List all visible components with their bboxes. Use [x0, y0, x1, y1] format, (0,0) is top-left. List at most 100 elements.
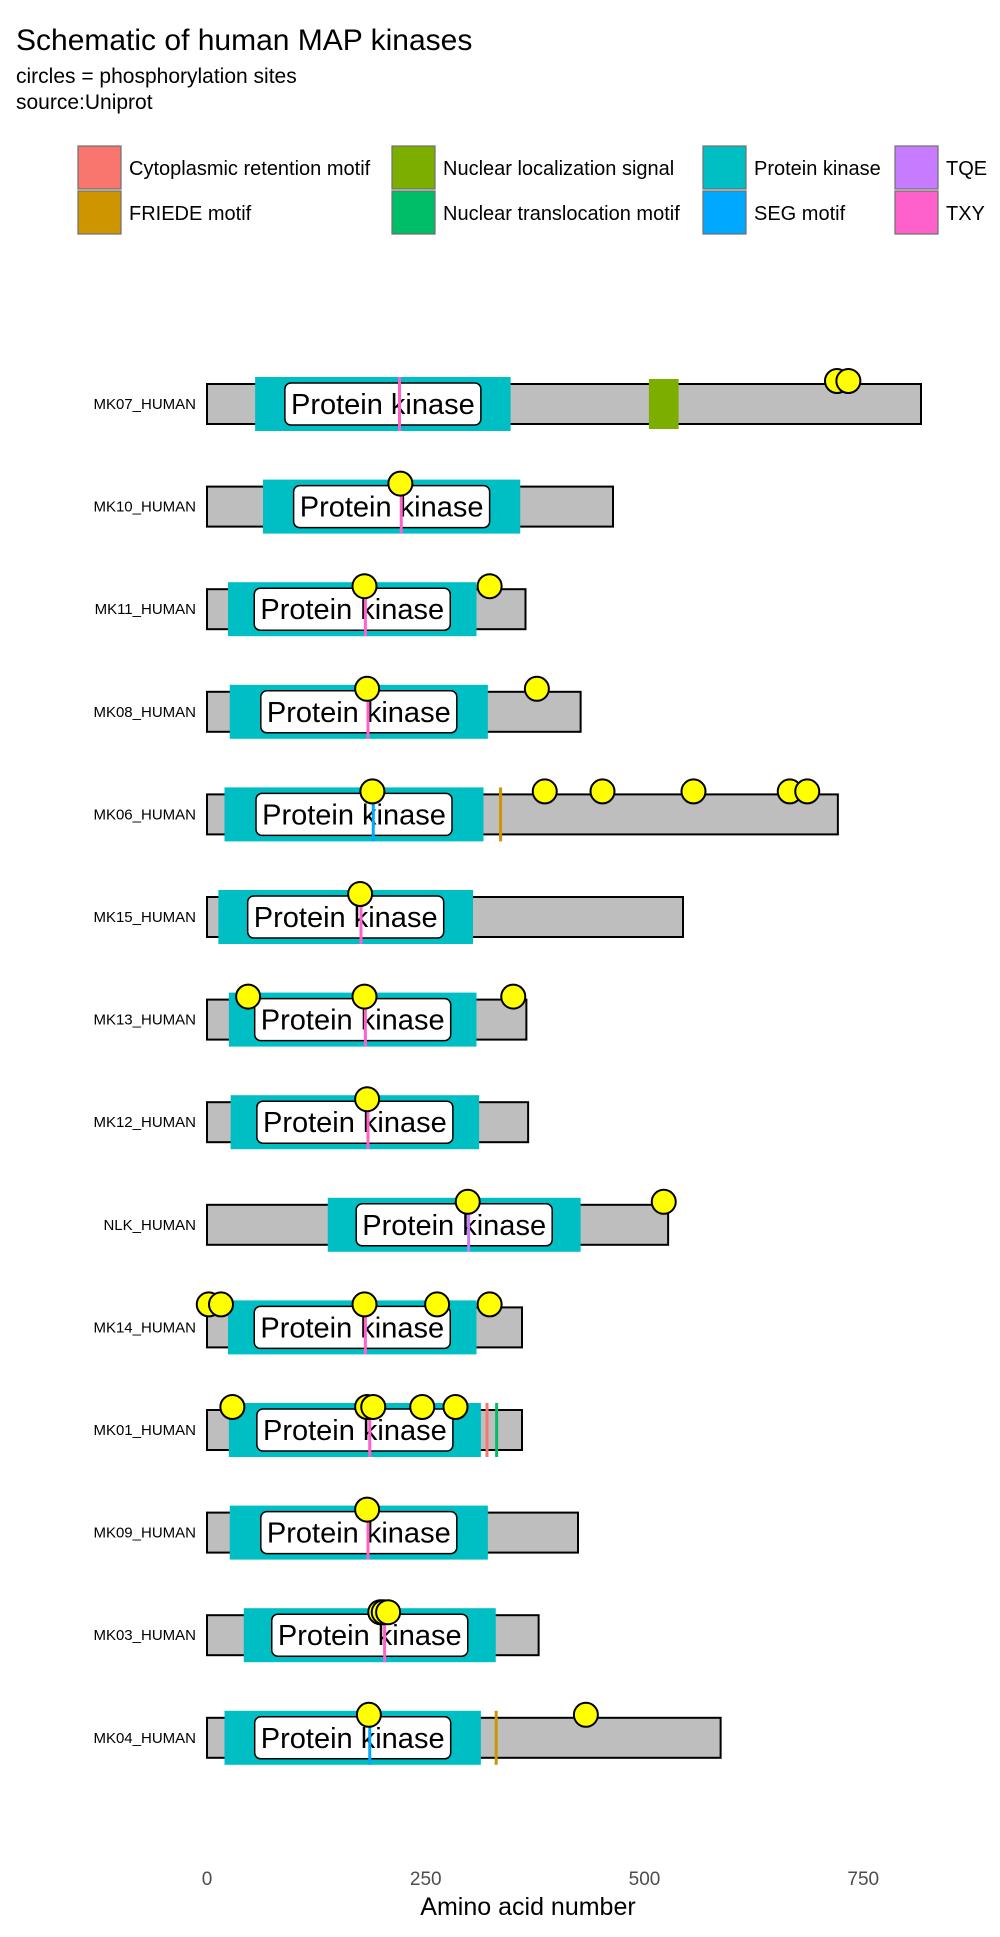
- domain-label-box: [284, 382, 482, 426]
- chart-subtitle-line-1: circles = phosphorylation sites: [16, 65, 297, 88]
- row-label: MK12_HUMAN: [93, 1114, 196, 1131]
- phosphorylation-site: [360, 1394, 387, 1420]
- phosphorylation-site: [454, 1188, 481, 1215]
- phosphorylation-site: [409, 1394, 436, 1420]
- protein-row-mk11_human: MK11_HUMAN Protein kinase: [95, 573, 527, 637]
- motif-friede-motif: [499, 787, 503, 842]
- protein-row-mk09_human: MK09_HUMAN Protein kinase: [93, 1496, 579, 1560]
- phosphorylation-site: [375, 1599, 402, 1626]
- motif-txy: [368, 1403, 372, 1457]
- legend-swatch-tqe: [894, 145, 939, 190]
- phosphorylation-site: [476, 1291, 503, 1318]
- protein-row-mk12_human: MK12_HUMAN Protein kinase: [93, 1086, 530, 1150]
- legend-swatch-nuclear-translocation-motif: [391, 190, 436, 235]
- domain-label: Protein kinase: [254, 902, 438, 934]
- phosphorylation-site: [523, 675, 550, 702]
- legend-swatch-protein-kinase: [702, 145, 747, 190]
- phosphorylation-site: [442, 1394, 469, 1420]
- domain-label: Protein kinase: [260, 1312, 444, 1344]
- phosphorylation-site: [589, 778, 616, 805]
- motif-nuclear-translocation-motif: [495, 1403, 499, 1457]
- row-label: MK04_HUMAN: [93, 1730, 196, 1747]
- row-label: MK01_HUMAN: [93, 1422, 196, 1439]
- domain-label: Protein kinase: [261, 1723, 445, 1755]
- motif-tqe: [467, 1197, 471, 1252]
- legend-swatch-txy: [894, 190, 939, 235]
- motif-txy: [366, 1505, 370, 1560]
- phosphorylation-site: [387, 470, 414, 497]
- domain-label: Protein kinase: [260, 594, 444, 626]
- phosphorylation-site: [572, 1701, 599, 1728]
- phosphorylation-site: [208, 1291, 234, 1318]
- phosphorylation-site: [650, 1188, 677, 1215]
- domain-label: Protein kinase: [291, 389, 475, 421]
- motif-txy: [366, 684, 370, 739]
- phosphorylation-site: [424, 1291, 451, 1318]
- motif-cytoplasmic-retention-motif: [485, 1403, 489, 1457]
- row-label: MK08_HUMAN: [93, 704, 196, 721]
- domain-label: Protein kinase: [267, 697, 451, 729]
- domain-label-box: [253, 1716, 452, 1760]
- domain-label: Protein kinase: [362, 1210, 546, 1242]
- phosphorylation-site: [476, 573, 503, 600]
- protein-row-mk04_human: MK04_HUMAN Protein kinase: [93, 1701, 722, 1765]
- phosphorylation-site: [354, 675, 381, 702]
- protein-row-mk10_human: MK10_HUMAN Protein kinase: [93, 470, 614, 534]
- legend-label-protein-kinase: Protein kinase: [754, 158, 881, 180]
- row-label: MK07_HUMAN: [93, 396, 196, 413]
- domain-label-box: [246, 895, 445, 939]
- domain-label: Protein kinase: [263, 1415, 447, 1447]
- motif-txy: [359, 890, 363, 944]
- protein-row-mk07_human: MK07_HUMAN Protein kinase: [93, 368, 922, 431]
- domain-label: Protein kinase: [263, 1107, 447, 1139]
- protein-row-nlk_human: NLK_HUMAN Protein kinase: [103, 1188, 677, 1252]
- motif-txy: [363, 1300, 367, 1355]
- row-label: NLK_HUMAN: [103, 1217, 196, 1234]
- x-tick-label-500: 500: [629, 1869, 661, 1890]
- phosphorylation-site: [354, 1086, 381, 1113]
- legend-label-tqe: TQE: [946, 158, 987, 180]
- phosphorylation-site: [347, 881, 374, 907]
- motif-txy: [363, 992, 367, 1047]
- phosphorylation-site: [354, 1496, 381, 1523]
- domain-label: Protein kinase: [261, 1005, 445, 1037]
- phosphorylation-site: [680, 778, 707, 805]
- domain-label: Protein kinase: [300, 492, 484, 524]
- phosphorylation-site: [835, 368, 862, 394]
- row-label: MK03_HUMAN: [93, 1627, 196, 1644]
- motif-txy: [366, 1095, 370, 1150]
- legend-label-friede-motif: FRIEDE motif: [129, 203, 252, 225]
- legend-label-txy: TXY: [946, 203, 985, 225]
- chart-title: Schematic of human MAP kinases: [16, 24, 472, 57]
- motif-seg-motif: [371, 787, 375, 842]
- x-tick-label-0: 0: [202, 1869, 213, 1890]
- phosphorylation-site: [351, 983, 378, 1010]
- motif-friede-motif: [494, 1710, 498, 1765]
- domain-label-box: [255, 792, 453, 837]
- protein-row-mk15_human: MK15_HUMAN Protein kinase: [93, 881, 684, 944]
- legend-swatch-friede-motif: [77, 190, 122, 235]
- row-label: MK11_HUMAN: [95, 601, 196, 618]
- phosphorylation-site: [359, 778, 386, 805]
- motif-txy: [363, 582, 367, 637]
- protein-row-mk08_human: MK08_HUMAN Protein kinase: [93, 675, 582, 739]
- legend-swatch-seg-motif: [702, 190, 747, 235]
- x-tick-label-250: 250: [410, 1869, 442, 1890]
- row-label: MK15_HUMAN: [93, 909, 196, 926]
- domain-label: Protein kinase: [267, 1518, 451, 1550]
- motif-txy: [399, 479, 403, 534]
- phosphorylation-site: [351, 573, 378, 600]
- row-label: MK10_HUMAN: [93, 499, 196, 516]
- row-label: MK06_HUMAN: [93, 806, 196, 823]
- phosphorylation-site: [355, 1701, 382, 1728]
- phosphorylation-site: [219, 1394, 246, 1420]
- phosphorylation-site: [235, 983, 262, 1010]
- row-label: MK09_HUMAN: [93, 1525, 196, 1542]
